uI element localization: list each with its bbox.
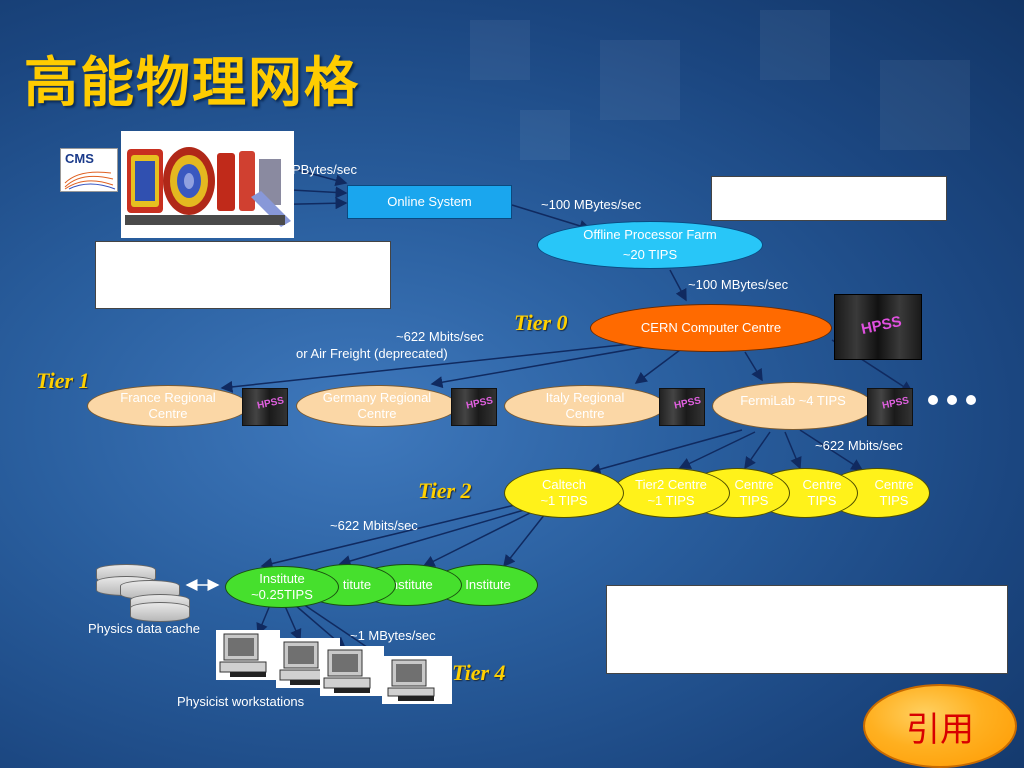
cern-rate-label: ~100 MBytes/sec [688, 277, 789, 292]
offline-rate-label: ~100 MBytes/sec [541, 197, 642, 212]
hpss-storage-small: HPSS [242, 388, 288, 426]
offline-farm-node: Offline Processor Farm ~20 TIPS [537, 221, 763, 269]
tier1-label: Tier 1 [36, 368, 90, 393]
workstation-icon [382, 656, 452, 704]
tier0-label: Tier 0 [514, 310, 568, 335]
physics-cache-label: Physics data cache [88, 621, 201, 636]
tier1-link-label: ~622 Mbits/sec [815, 438, 903, 453]
slide-title: 高能物理网格 [24, 51, 360, 114]
tier4-link-label: ~1 MBytes/sec [350, 628, 436, 643]
tier2-node: Tier2 Centre~1 TIPS [612, 468, 730, 518]
data-cache-disk [130, 602, 190, 622]
hpss-storage-small: HPSS [867, 388, 913, 426]
quote-button[interactable]: 引用 [863, 684, 1017, 768]
bg-tile [760, 10, 830, 80]
detector-image [121, 131, 294, 238]
cern-centre-node: CERN Computer Centre [590, 304, 832, 352]
hpss-storage-small: HPSS [659, 388, 705, 426]
tier2-label: Tier 2 [418, 478, 472, 503]
tier0-link-label: ~622 Mbits/sec [396, 329, 484, 344]
pbytes-label: PBytes/sec [292, 162, 358, 177]
quote-button-label: 引用 [906, 709, 974, 750]
workstation-icon [216, 630, 280, 680]
workstation-icon [320, 646, 384, 696]
institute-node-main: Institute~0.25TIPS [225, 566, 339, 608]
hidden-text-box [711, 176, 947, 221]
hidden-text-box [95, 241, 391, 309]
tier1-node-fermilab: FermiLab ~4 TIPS [712, 382, 874, 430]
hidden-text-box [606, 585, 1008, 674]
tier2-node-caltech: Caltech~1 TIPS [504, 468, 624, 518]
air-freight-label: or Air Freight (deprecated) [296, 346, 448, 361]
cms-logo: CMS [60, 148, 118, 192]
bg-tile [880, 60, 970, 150]
more-ellipsis [928, 395, 976, 405]
tier4-label: Tier 4 [452, 660, 506, 685]
bg-tile [470, 20, 530, 80]
bg-tile [600, 40, 680, 120]
online-system-node: Online System [347, 185, 512, 219]
bg-tile [520, 110, 570, 160]
hpss-storage-small: HPSS [451, 388, 497, 426]
watermark [760, 722, 880, 762]
tier2-link-label: ~622 Mbits/sec [330, 518, 418, 533]
hpss-storage-large: HPSS [834, 294, 922, 360]
workstations-label: Physicist workstations [177, 694, 305, 709]
